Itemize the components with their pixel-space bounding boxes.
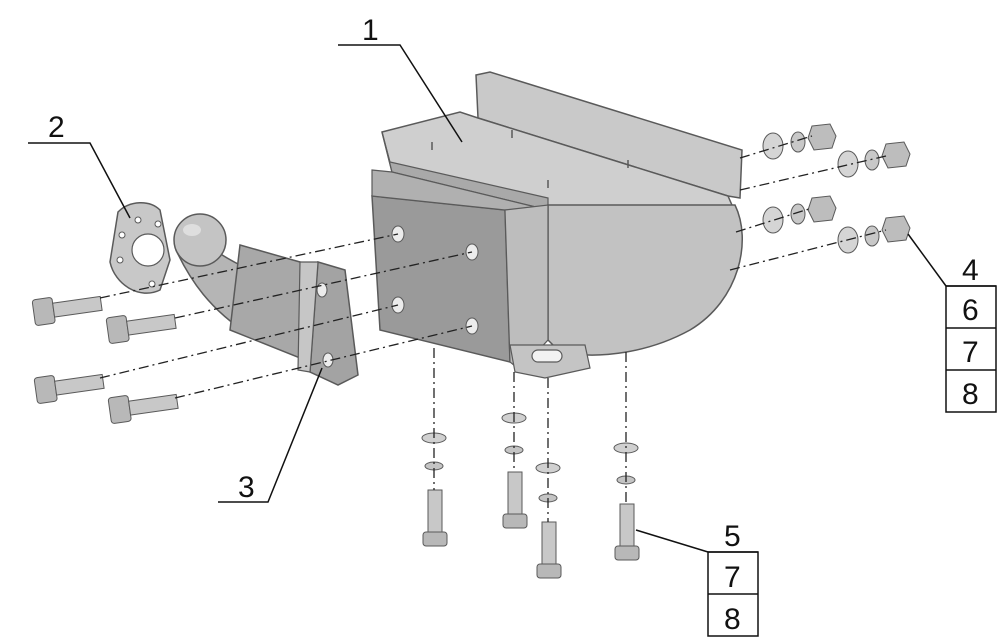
callout-2: 2 — [28, 111, 131, 219]
callout-1: 1 — [338, 14, 463, 143]
callout-8b: 8 — [724, 603, 741, 636]
vertical-bolts — [421, 412, 640, 579]
nuts-and-washers — [762, 123, 911, 254]
assembly-lines — [99, 135, 887, 522]
callout-stack-bolts: 5 7 8 — [635, 520, 759, 637]
callout-7: 7 — [962, 336, 979, 369]
tow-ball-part-2 — [109, 202, 331, 364]
bracket-part-1 — [371, 71, 743, 379]
svg-text:2: 2 — [48, 111, 65, 144]
callout-5: 5 — [724, 520, 741, 553]
callout-7b: 7 — [724, 561, 741, 594]
svg-text:3: 3 — [238, 471, 255, 504]
callout-3: 3 — [218, 367, 323, 504]
horizontal-bolts — [31, 295, 179, 424]
callout-8: 8 — [962, 378, 979, 411]
plate-part-3 — [297, 261, 359, 386]
callout-6: 6 — [962, 294, 979, 327]
svg-text:1: 1 — [362, 14, 379, 47]
callout-stack-nuts: 4 6 7 8 — [907, 233, 997, 413]
callout-4: 4 — [962, 254, 979, 287]
